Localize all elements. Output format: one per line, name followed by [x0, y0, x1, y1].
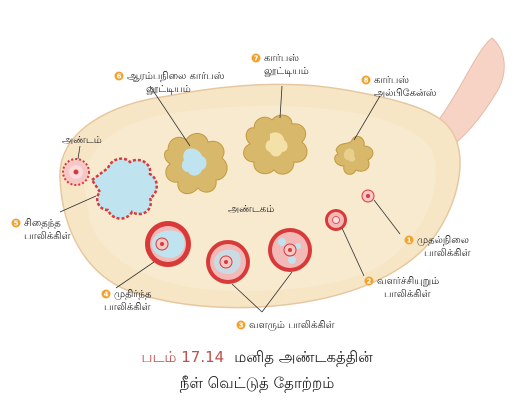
badge-8: 8 [361, 75, 371, 85]
badge-4: 4 [101, 289, 111, 299]
svg-text:1: 1 [407, 237, 412, 245]
label-growing-follicle: வளரும் பாலிக்கிள் [249, 320, 335, 331]
mature-follicle [145, 221, 191, 267]
corpus-albicans [334, 135, 374, 175]
svg-text:4: 4 [104, 291, 109, 299]
label-early-corpus-luteum-line1: ஆரம்பநிலை கார்பஸ் [127, 71, 225, 82]
growing-follicle-b [268, 228, 312, 272]
label-mature-follicle-line2: பாலிக்கிள் [104, 302, 150, 313]
label-corpus-albicans-line2: அல்பிகேன்ஸ் [374, 88, 437, 99]
ovary-illustration: 6 7 8 5 1 2 4 3 அண்டம் அண்டகம் ஆரம்பநிலை… [11, 37, 505, 331]
early-corpus-luteum [164, 133, 228, 195]
label-early-corpus-luteum-line2: லூட்டியம் [146, 84, 191, 95]
label-mature-follicle-line1: முதிர்ந்த [114, 289, 152, 300]
label-primary-follicle-line1: வளர்ச்சியுறும் [377, 276, 439, 287]
svg-text:6: 6 [117, 73, 122, 81]
caption-title-line2: நீள் வெட்டுத் தோற்றம் [179, 374, 335, 392]
growing-follicle-a [206, 240, 250, 284]
label-corpus-luteum-line1: கார்பஸ் [264, 53, 299, 64]
badge-1: 1 [404, 235, 414, 245]
label-ovary: அண்டகம் [228, 204, 274, 215]
figure-number: படம் 17.14 [141, 348, 225, 366]
corpus-luteum [243, 114, 308, 175]
figure-caption-line1: படம் 17.14 மனித அண்டகத்தின் [0, 348, 514, 368]
svg-text:7: 7 [254, 55, 259, 63]
ovarian-ligament [439, 37, 505, 147]
label-corpus-luteum-line2: லூட்டியம் [264, 66, 309, 77]
svg-text:2: 2 [367, 278, 372, 286]
badge-7: 7 [251, 53, 261, 63]
leader-lines [59, 85, 401, 313]
ruptured-follicle [90, 157, 158, 220]
ovum [62, 158, 90, 186]
badge-6: 6 [114, 71, 124, 81]
label-primordial-follicle-line2: பாலிக்கிள் [424, 248, 470, 259]
caption-title-line1: மனித அண்டகத்தின் [234, 348, 373, 366]
label-ruptured-follicle-line2: பாலிக்கிள் [24, 231, 70, 242]
badge-2: 2 [364, 276, 374, 286]
badge-3: 3 [236, 320, 246, 330]
primordial-follicle [361, 189, 375, 203]
label-ruptured-follicle-line1: சிதைந்த [24, 218, 61, 229]
label-corpus-albicans-line1: கார்பஸ் [374, 75, 409, 86]
label-ovum: அண்டம் [62, 135, 102, 146]
badge-5: 5 [11, 218, 21, 228]
label-primordial-follicle-line1: முதல்நிலை [417, 235, 469, 246]
svg-text:5: 5 [14, 220, 19, 228]
label-primary-follicle-line2: பாலிக்கிள் [384, 289, 430, 300]
svg-text:8: 8 [364, 77, 369, 85]
svg-text:3: 3 [239, 322, 244, 330]
figure-caption-line2: நீள் வெட்டுத் தோற்றம் [0, 374, 514, 394]
primary-follicle [325, 209, 347, 231]
